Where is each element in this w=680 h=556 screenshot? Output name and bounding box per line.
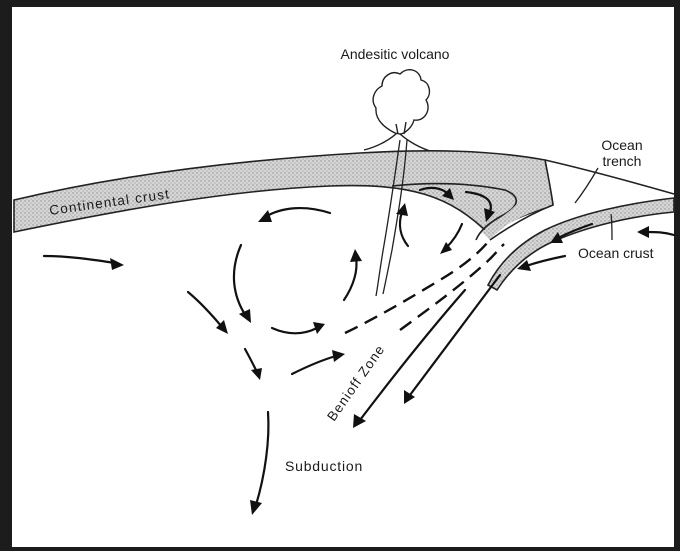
ocean-trench-label-line2: trench — [603, 153, 642, 169]
ocean-crust-label: Ocean crust — [578, 245, 654, 261]
subduction-label: Subduction — [285, 458, 363, 474]
ocean-trench-label-line1: Ocean — [601, 137, 642, 153]
volcano-label: Andesitic volcano — [341, 46, 450, 62]
